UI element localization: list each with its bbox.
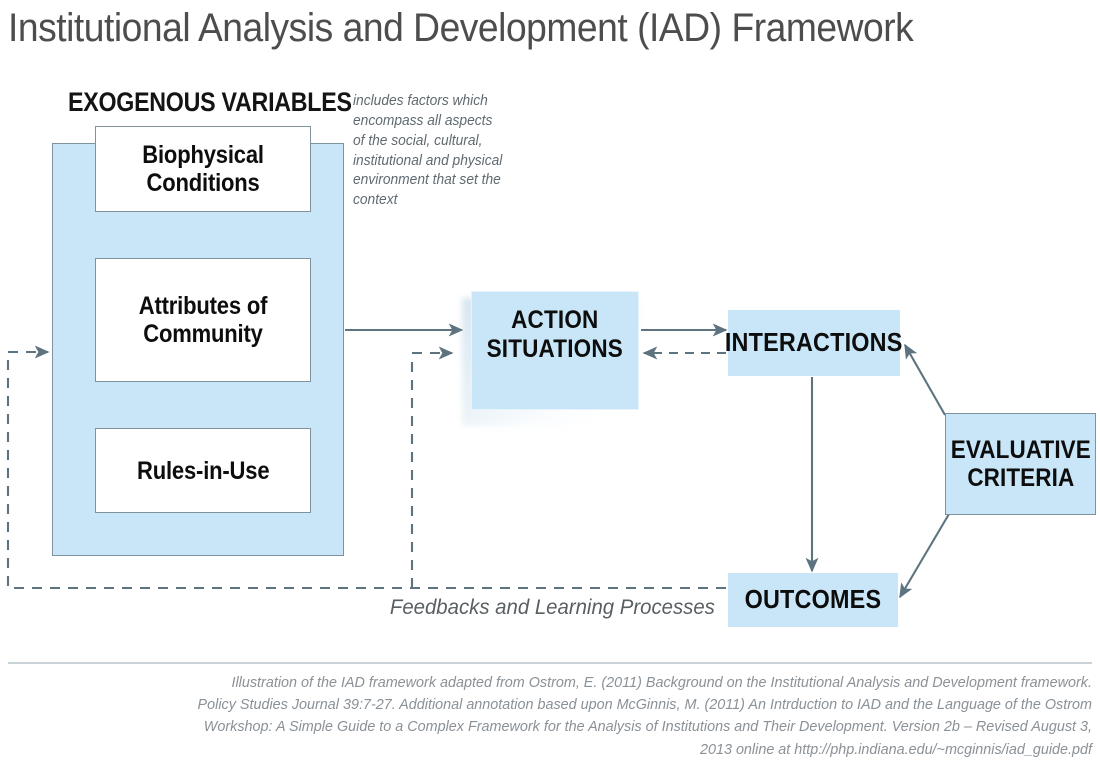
node-rules-in-use[interactable]: Rules-in-Use — [95, 428, 311, 513]
feedback-loop-label: Feedbacks and Learning Processes — [386, 596, 719, 620]
exogenous-variables-annotation: includes factors which encompass all asp… — [353, 93, 503, 209]
feedback-loop-inner — [410, 346, 454, 588]
node-interactions[interactable]: INTERACTIONS — [725, 310, 903, 376]
footer-caption: Illustration of the IAD framework adapte… — [197, 675, 1093, 758]
node-interactions-label: INTERACTIONS — [725, 327, 903, 358]
footer-divider — [8, 662, 1092, 664]
exogenous-variables-heading: EXOGENOUS VARIABLES — [68, 87, 352, 117]
node-rules-in-use-label: Rules-in-Use — [136, 456, 270, 485]
arrow-evaluative-to-interactions — [904, 343, 946, 416]
node-outcomes-label: OUTCOMES — [744, 584, 882, 615]
arrow-evaluative-to-outcomes — [899, 513, 950, 599]
node-outcomes[interactable]: OUTCOMES — [728, 573, 898, 627]
page-title: Institutional Analysis and Development (… — [8, 6, 914, 50]
